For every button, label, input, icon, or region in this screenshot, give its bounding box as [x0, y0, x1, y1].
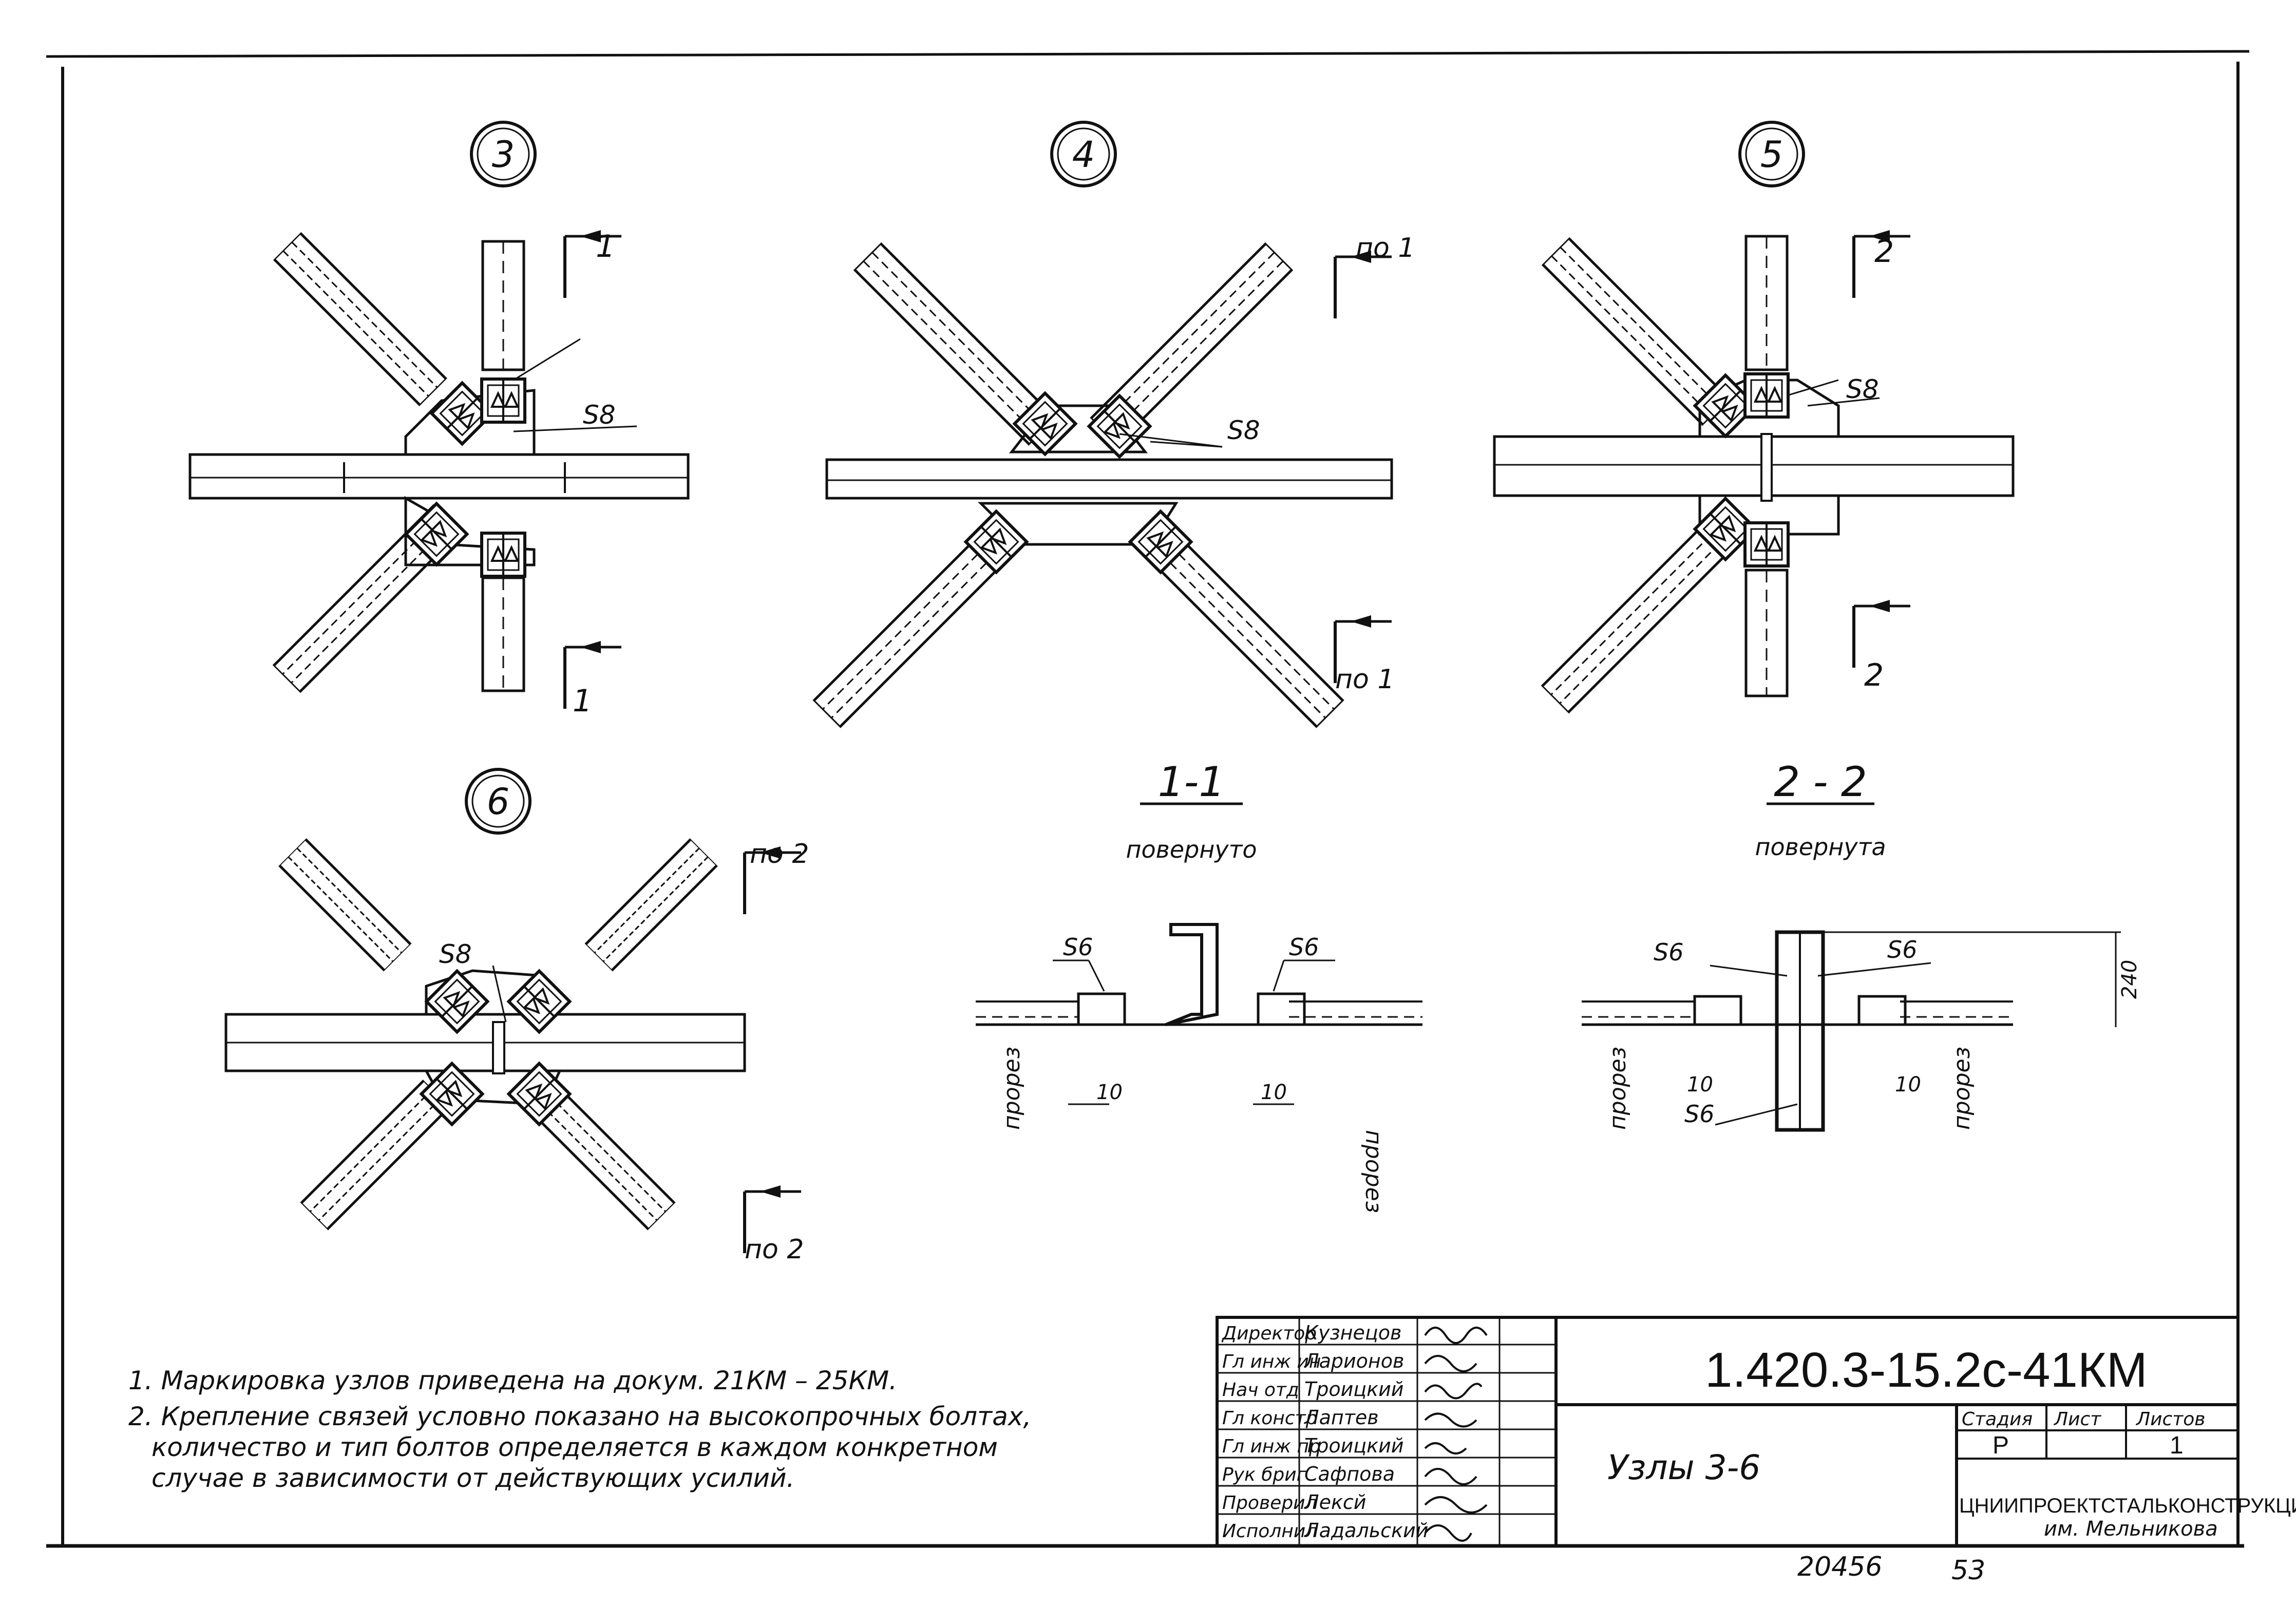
- mark-n6-top: по 2: [750, 839, 809, 870]
- dim-s2-right: 10: [1895, 1073, 1921, 1097]
- node-6-badge: 6: [465, 768, 532, 835]
- section-2-2-title: 2 - 2: [1774, 758, 1867, 806]
- name-7: Ладальский: [1303, 1519, 1428, 1542]
- name-6: Лексй: [1303, 1491, 1367, 1514]
- title-block-roles: Директор Гл инж ин Нач отд Гл констр Гл …: [1221, 1323, 1321, 1542]
- stage-value: Р: [1993, 1432, 2009, 1459]
- sheets-value: 1: [2170, 1432, 2184, 1459]
- plate-label-s2-right: S6: [1887, 936, 1917, 963]
- plate-label-n6: S8: [439, 939, 472, 969]
- role-0: Директор: [1221, 1323, 1317, 1344]
- section-1-1-drawing: [976, 802, 1422, 1105]
- dim-s1-left: 10: [1096, 1081, 1123, 1104]
- note-2-line-3: случае в зависимости от действующих усил…: [151, 1463, 795, 1493]
- doc-code: 1.420.3-15.2с-41КМ: [1705, 1343, 2148, 1397]
- title-block-names: Кузнецов Ларионов Троицкий Лаптев Троицк…: [1303, 1321, 1428, 1542]
- node-3-label: 3: [492, 134, 515, 176]
- node-5-label: 5: [1760, 134, 1783, 176]
- plate-label-n3: S8: [583, 400, 616, 430]
- mark-n3-top: 1: [596, 229, 615, 264]
- note-1: 1. Маркировка узлов приведена на докум. …: [128, 1366, 898, 1395]
- plate-label-s1-left: S6: [1063, 933, 1093, 961]
- role-5: Рук бриг: [1222, 1464, 1307, 1485]
- node-5-badge: 5: [1738, 121, 1805, 187]
- org-name: ЦНИИПРОЕКТСТАЛЬКОНСТРУКЦИЯ: [1959, 1495, 2296, 1517]
- archive-number: 20456: [1797, 1552, 1882, 1582]
- cut-label-s1-right: прорез: [1360, 1130, 1387, 1213]
- cut-label-s2-right: прорез: [1949, 1047, 1975, 1130]
- note-2-line-2: количество и тип болтов определяется в к…: [151, 1432, 998, 1462]
- mark-n5-bottom: 2: [1864, 657, 1884, 693]
- node-3-drawing: [188, 230, 690, 709]
- mark-n4-top: по 1: [1356, 233, 1415, 263]
- sheet-header: Лист: [2053, 1409, 2101, 1430]
- sheet-frame: [46, 50, 2250, 1548]
- plate-label-n4: S8: [1227, 415, 1260, 445]
- plate-label-s2-bottom: S6: [1684, 1100, 1714, 1128]
- role-3: Гл констр: [1222, 1408, 1317, 1429]
- title-block-signatures: [1424, 1327, 1488, 1542]
- role-7: Исполнил: [1222, 1521, 1317, 1542]
- plate-label-s1-right: S6: [1289, 933, 1319, 961]
- name-2: Троицкий: [1304, 1378, 1404, 1401]
- title-block-grid: [1216, 1316, 2240, 1547]
- name-5: Сафпова: [1304, 1463, 1395, 1485]
- plate-label-s2-left: S6: [1654, 938, 1683, 966]
- name-1: Ларионов: [1303, 1350, 1404, 1372]
- role-2: Нач отд: [1222, 1380, 1299, 1401]
- node-6-label: 6: [487, 781, 510, 823]
- note-2: 2. Крепление связей условно показано на …: [128, 1402, 1032, 1431]
- section-1-1-subtitle: повернуто: [1126, 836, 1257, 863]
- cut-label-s1-left: прорез: [999, 1047, 1025, 1130]
- mark-n5-top: 2: [1874, 234, 1894, 270]
- role-6: Проверил: [1222, 1492, 1317, 1514]
- dim-s2-height: 240: [2118, 960, 2141, 999]
- mark-n4-bottom: по 1: [1335, 664, 1394, 695]
- stage-header: Стадия: [1962, 1409, 2033, 1430]
- name-0: Кузнецов: [1304, 1321, 1401, 1344]
- sheet-title: Узлы 3-6: [1607, 1448, 1760, 1487]
- section-2-2-drawing: [1582, 802, 2121, 1132]
- node-5-drawing: [1493, 230, 2015, 712]
- role-4: Гл инж пр: [1222, 1436, 1321, 1457]
- mark-n6-bottom: по 2: [745, 1234, 804, 1265]
- dim-s2-left: 10: [1687, 1073, 1713, 1097]
- role-1: Гл инж ин: [1222, 1351, 1321, 1372]
- page-number: 53: [1951, 1555, 1985, 1586]
- section-2-2-subtitle: повернута: [1755, 833, 1886, 861]
- sheets-header: Листов: [2135, 1409, 2205, 1430]
- cut-label-s2-left: прорез: [1605, 1047, 1631, 1130]
- name-4: Троицкий: [1304, 1434, 1404, 1457]
- node-3-badge: 3: [470, 121, 537, 187]
- org-subtitle: им. Мельникова: [2044, 1517, 2218, 1541]
- node-4-drawing: [814, 244, 1392, 727]
- mark-n3-bottom: 1: [573, 683, 592, 719]
- node-4-label: 4: [1072, 134, 1095, 176]
- dim-s1-right: 10: [1261, 1081, 1287, 1104]
- plate-label-n5: S8: [1846, 374, 1879, 404]
- node-4-badge: 4: [1050, 121, 1117, 187]
- node-6-drawing: [224, 838, 801, 1253]
- name-3: Лаптев: [1303, 1406, 1379, 1429]
- section-1-1-title: 1-1: [1158, 758, 1225, 806]
